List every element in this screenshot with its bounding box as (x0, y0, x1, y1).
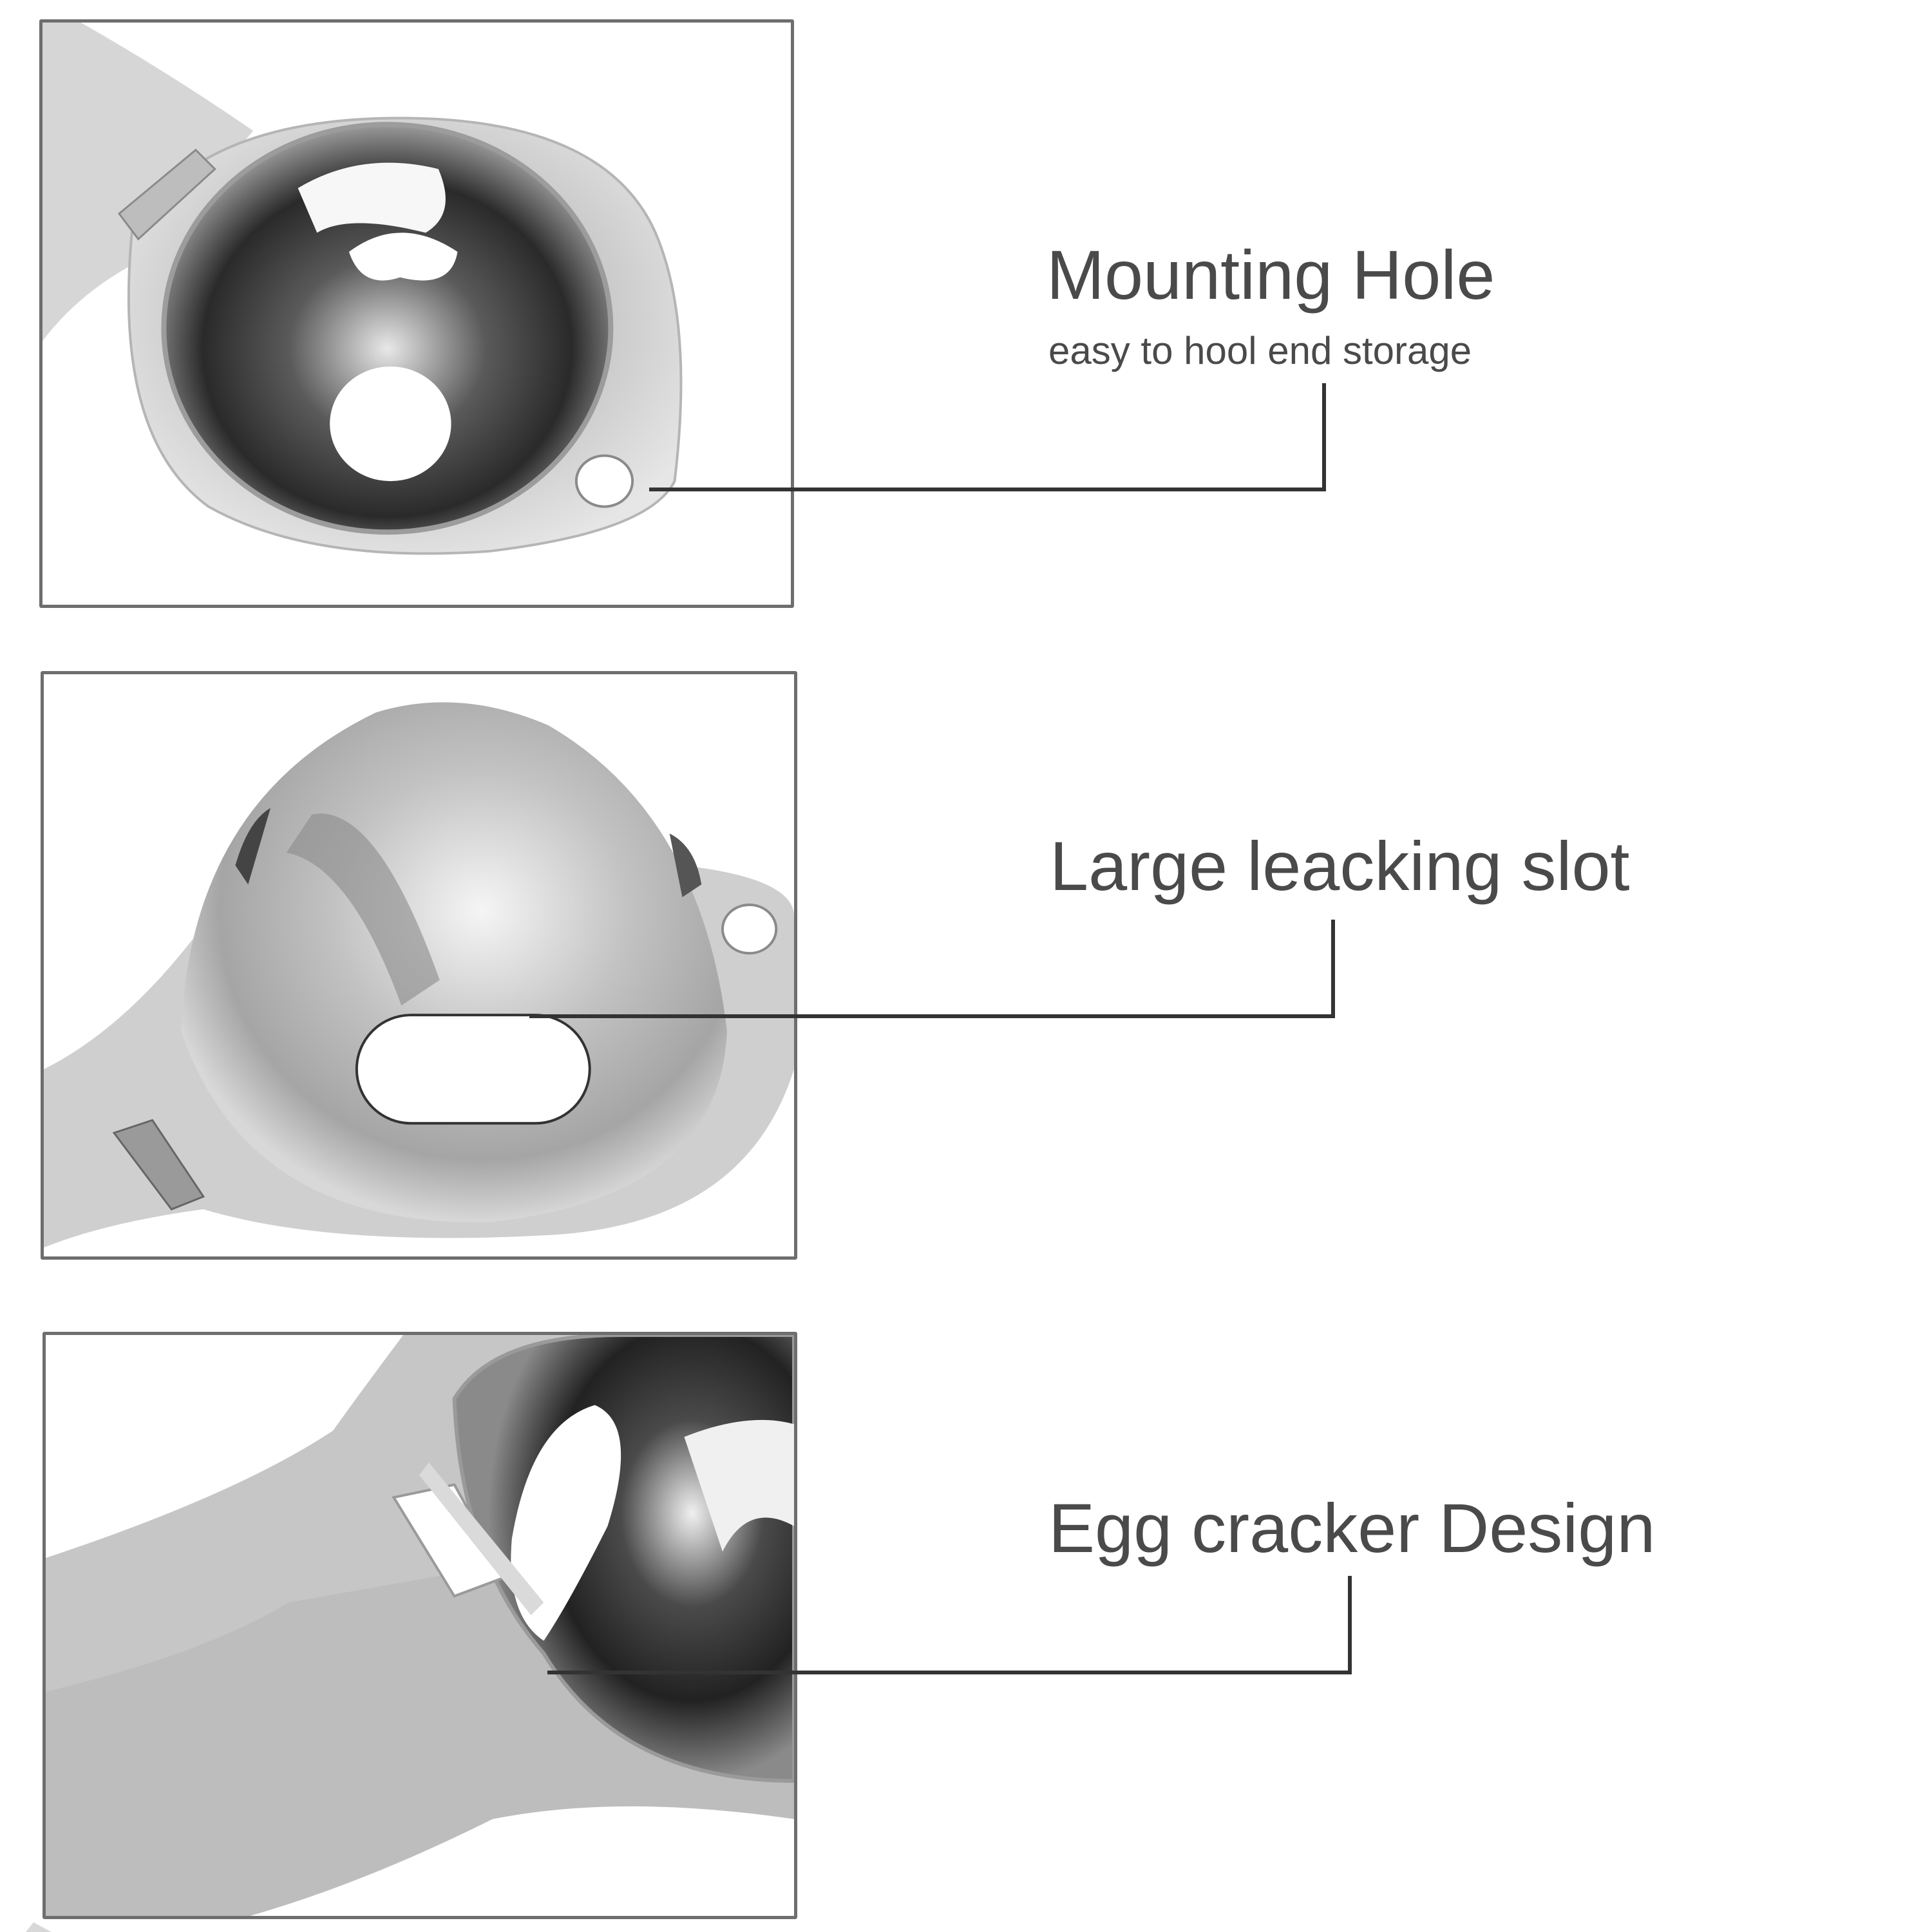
panel-image-mounting-hole (39, 19, 794, 608)
panel-image-leaking-slot (41, 671, 797, 1260)
callout-line-leaking-slot-horizontal (529, 1014, 1335, 1018)
corner-artifact (26, 1922, 52, 1932)
mounting-hole-title: Mounting Hole (1046, 236, 1495, 314)
egg-separator-top-view-image (43, 23, 683, 555)
egg-cracker-title: Egg cracker Design (1048, 1489, 1656, 1567)
egg-separator-underside-image (44, 702, 794, 1248)
callout-line-mounting-hole-vertical (1322, 383, 1326, 491)
callout-line-egg-cracker-vertical (1348, 1576, 1352, 1674)
panel-image-egg-cracker (43, 1332, 797, 1919)
egg-separator-handle-image (46, 1335, 794, 1916)
callout-line-egg-cracker-horizontal (547, 1671, 1352, 1674)
leaking-slot-title: Large leacking slot (1050, 827, 1630, 905)
callout-line-leaking-slot-vertical (1331, 920, 1335, 1018)
mounting-hole-subtitle: easy to hool end storage (1048, 329, 1472, 372)
callout-line-mounting-hole-horizontal (649, 488, 1326, 491)
